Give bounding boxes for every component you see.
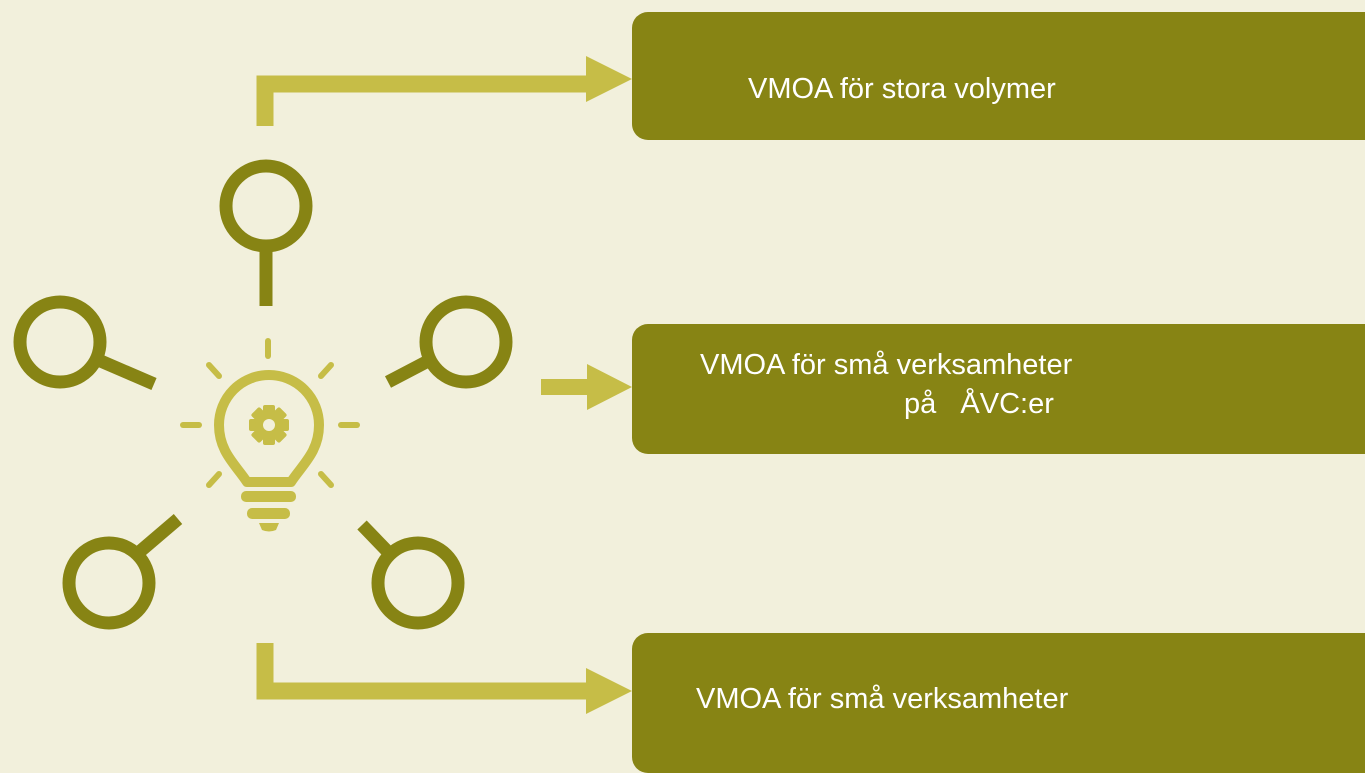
box-label: VMOA för stora volymer [748,73,1056,105]
magnifier-icon [13,295,157,390]
arrow-to-box-3 [256,643,632,714]
box-label-line-2: på ÅVC:er [904,388,1054,420]
box-label-line-1: VMOA för små verksamheter [700,349,1073,381]
gear-icon [249,405,289,445]
box-vmoa-sma-verksamheter: VMOA för små verksamheter [632,633,1365,773]
magnifier-icon [357,520,465,630]
magnifier-icon [219,159,313,306]
box-vmoa-sma-verksamheter-avc: VMOA för små verksamheter på ÅVC:er [632,324,1365,454]
magnifier-icon [62,514,183,630]
box-label: VMOA för små verksamheter [696,683,1069,715]
arrow-to-box-2 [541,364,632,410]
arrow-to-box-1 [256,56,632,126]
lightbulb-gear-icon [180,338,360,532]
magnifier-icon [384,295,513,389]
box-vmoa-stora-volymer: VMOA för stora volymer [632,12,1365,140]
